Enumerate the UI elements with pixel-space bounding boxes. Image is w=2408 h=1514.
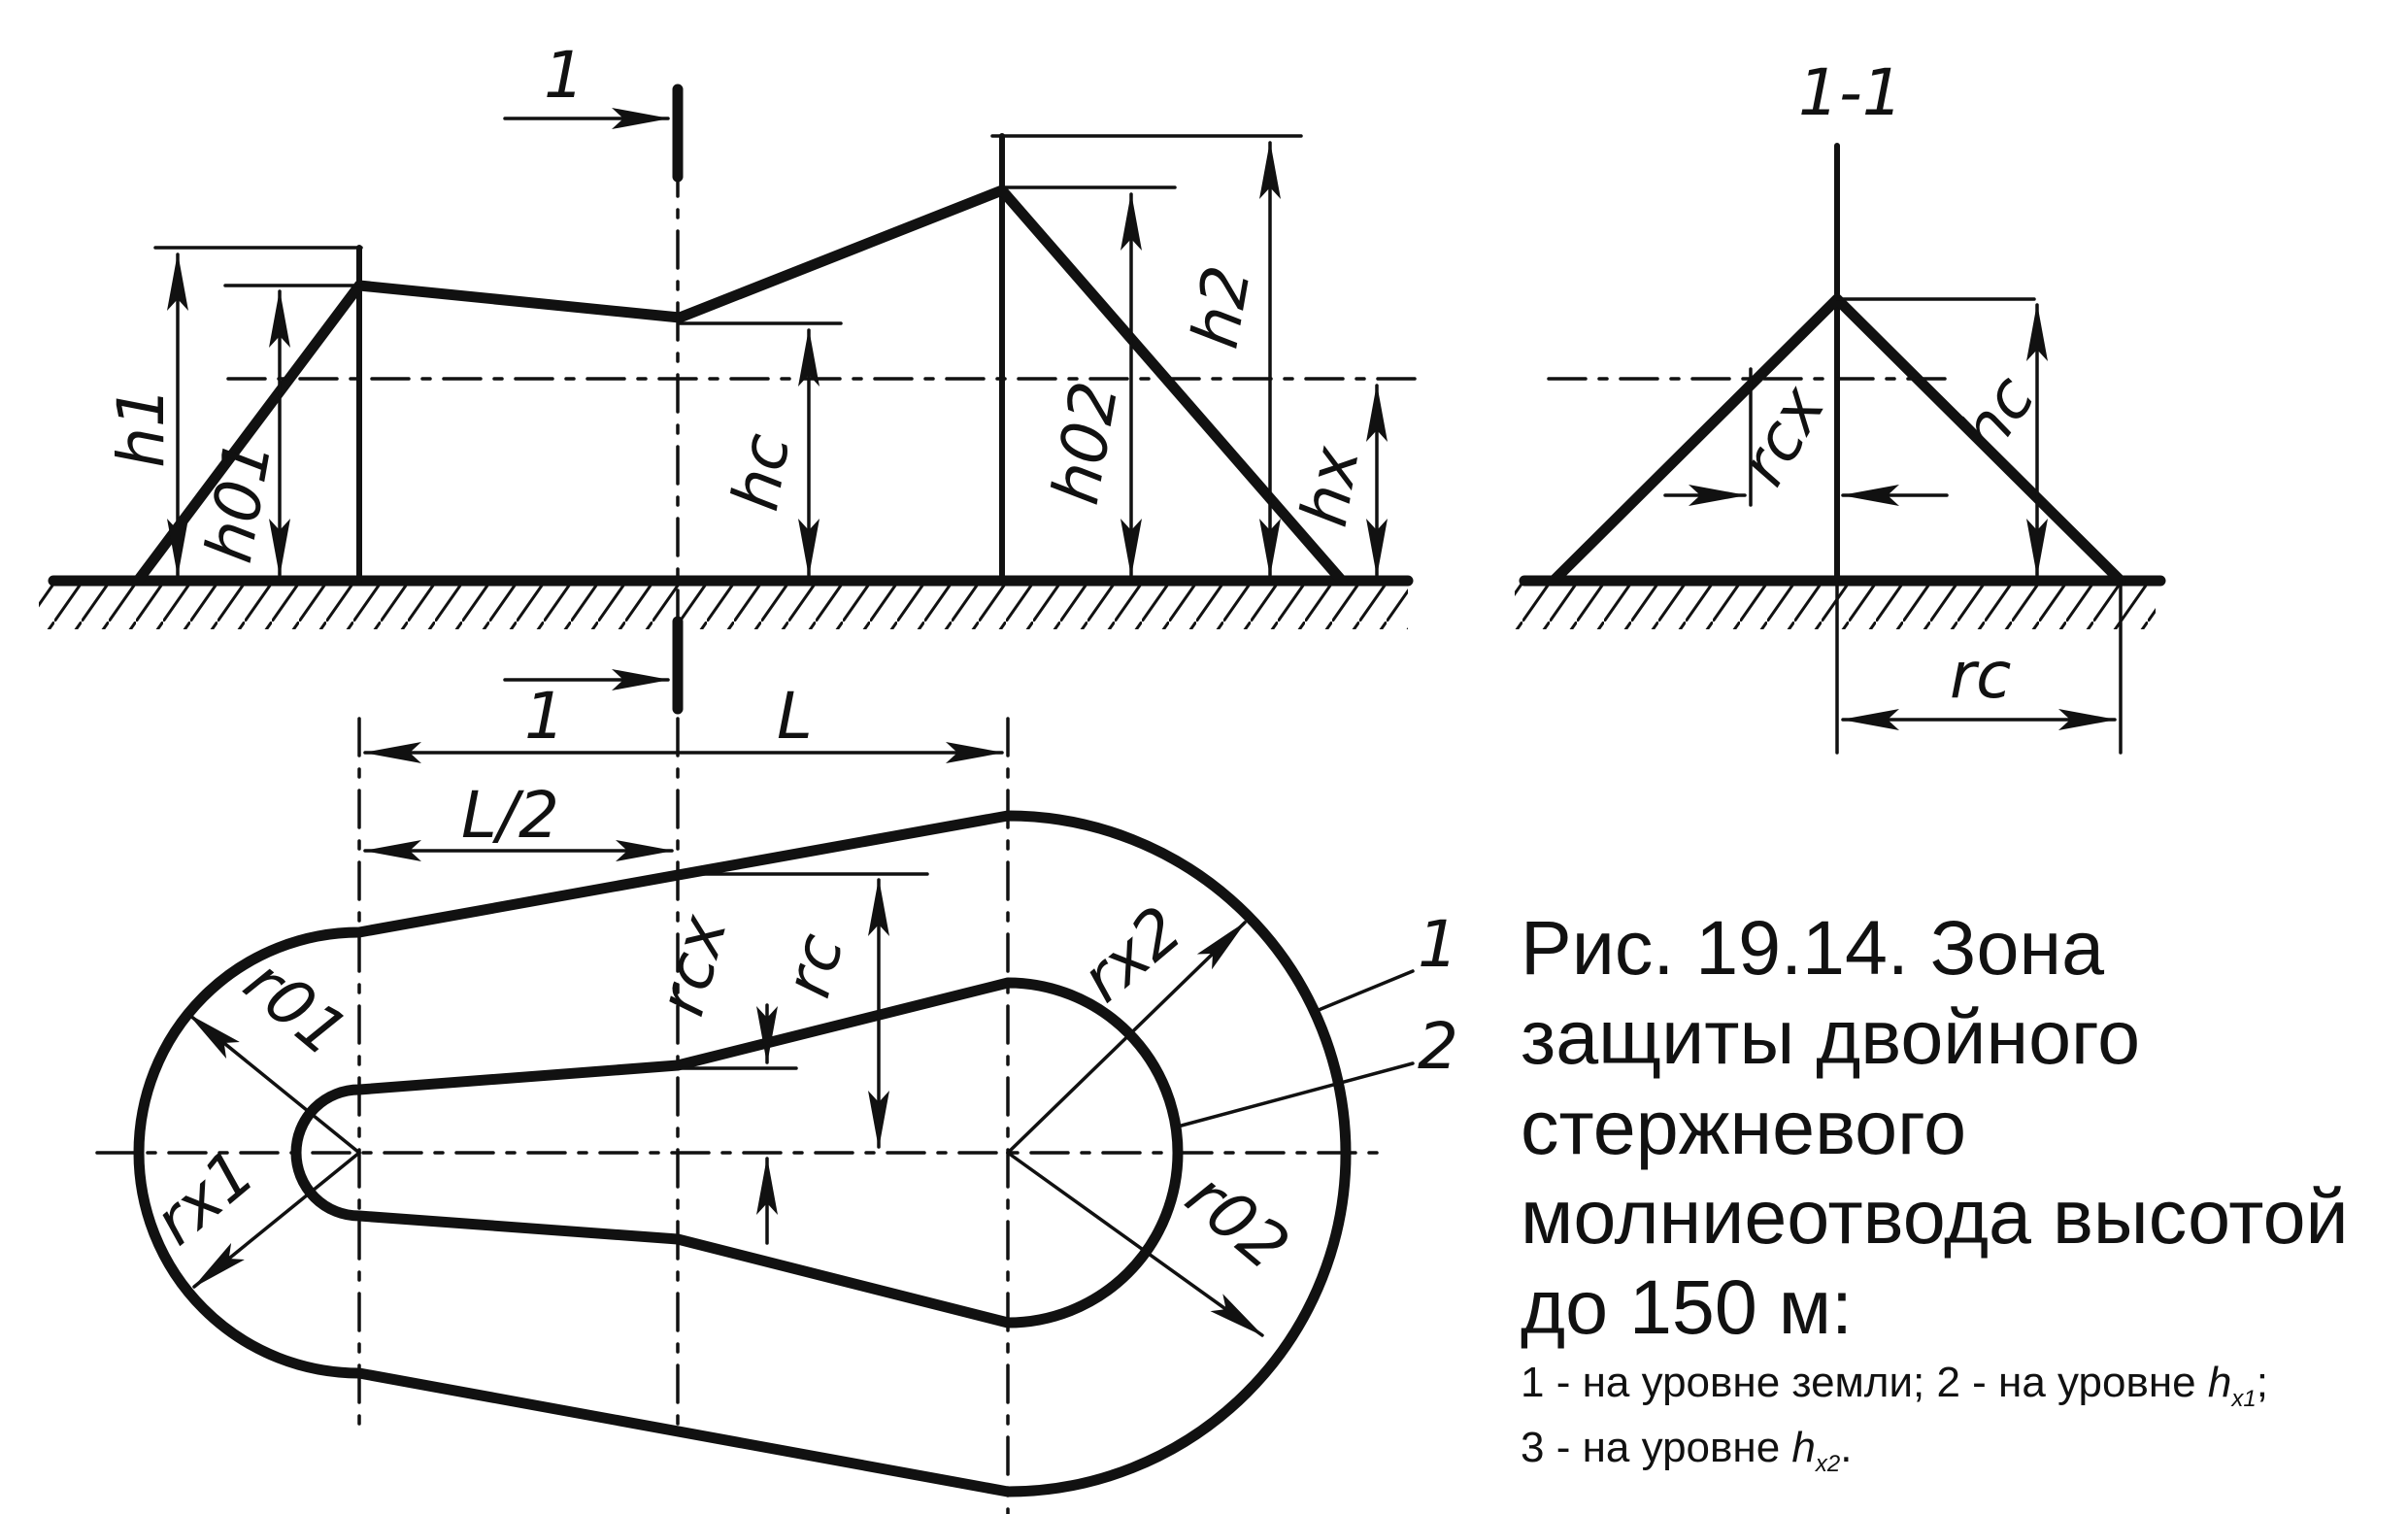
r01-dimension <box>187 1013 361 1155</box>
caption-note-2: 3 - на уровне hx2. <box>1521 1417 2394 1482</box>
label-plan-L-half: L/2 <box>461 778 559 853</box>
label-curve-1: 1 <box>1418 907 1458 982</box>
label-hc: hc <box>718 428 804 516</box>
label-h02: h02 <box>1038 376 1133 509</box>
section-label-hc: hc <box>1945 362 2050 467</box>
figure-caption: Рис. 19.14. Зона защиты двойного стержне… <box>1521 903 2394 1481</box>
leader-curve-1 <box>1317 969 1415 1012</box>
zone-ground-level <box>133 810 1352 1497</box>
label-h2: h2 <box>1178 260 1265 353</box>
caption-note-1-text: 1 - на уровне земли; 2 - на уровне <box>1521 1359 2208 1407</box>
r02-dimension <box>1006 1151 1264 1337</box>
label-section-title: 1-1 <box>1798 55 1903 130</box>
label-h1: h1 <box>104 387 179 468</box>
label-hx: hx <box>1287 441 1374 532</box>
elevation-view: 1 1 h1 h01 hc h02 h2 hx <box>39 38 1420 754</box>
section-ground-hatch <box>1515 581 2156 629</box>
label-section-bottom: 1 <box>524 679 565 754</box>
leader-curve-2 <box>1176 1061 1415 1128</box>
caption-note-1-var: h <box>2207 1359 2232 1407</box>
caption-note-2-end: . <box>1840 1423 1853 1471</box>
label-curve-2: 2 <box>1418 1009 1458 1084</box>
caption-note-2-var: h <box>1791 1423 1816 1471</box>
section-label-rc: rc <box>1950 638 2011 713</box>
label-plan-rcx: rcx <box>644 907 742 1024</box>
caption-note-2-text: 3 - на уровне <box>1521 1423 1792 1471</box>
zone-hx-level <box>290 977 1184 1329</box>
plan-view: L L/2 rcx rc r01 rx1 rx2 r02 1 2 <box>95 679 1458 1514</box>
caption-note-1: 1 - на уровне земли; 2 - на уровне hx1; <box>1521 1352 2394 1417</box>
label-h01: h01 <box>191 434 286 567</box>
label-plan-L: L <box>777 679 813 754</box>
label-r02: r02 <box>1172 1159 1303 1285</box>
ground-hatch <box>39 581 1408 629</box>
rx2-dimension <box>1006 921 1247 1155</box>
label-plan-rc: rc <box>770 926 858 1005</box>
caption-note-1-sub: x1 <box>2231 1385 2257 1412</box>
rx1-dimension <box>192 1151 361 1289</box>
caption-note-1-end: ; <box>2256 1359 2268 1407</box>
caption-note-2-sub: x2 <box>1815 1450 1841 1477</box>
label-section-top: 1 <box>544 38 585 113</box>
section-view: 1-1 hc rcx rc <box>1515 55 2166 755</box>
caption-title: Рис. 19.14. Зона защиты двойного стержне… <box>1521 904 2349 1350</box>
